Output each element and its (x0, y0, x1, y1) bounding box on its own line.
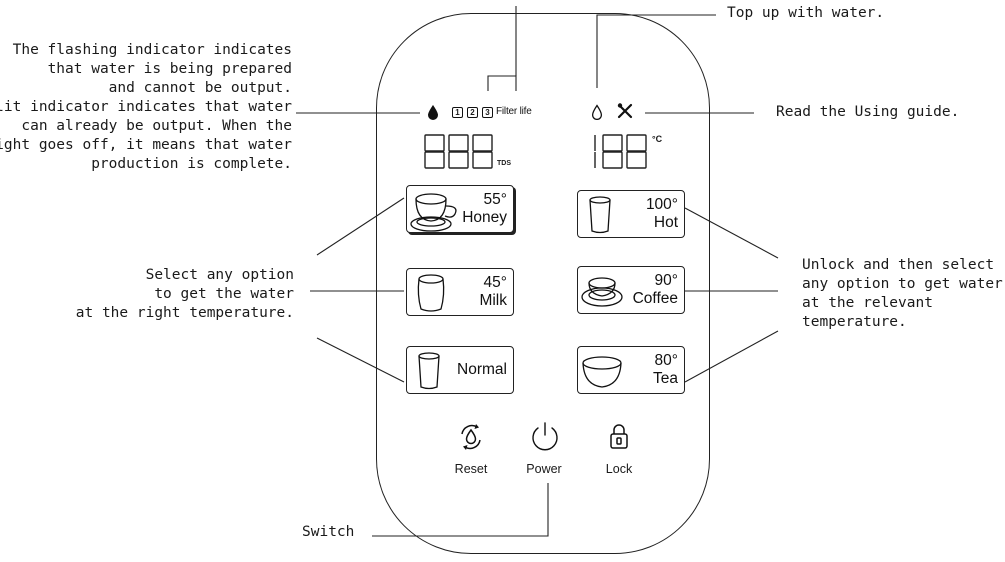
temperature-display (594, 134, 647, 169)
tds-unit-label: TDS (497, 160, 511, 167)
coffee-temp: 90° (654, 272, 678, 289)
cup-with-saucer-icon (410, 193, 457, 232)
callout-line: that water is being prepared (47, 61, 292, 77)
water-drop-outline-icon (591, 104, 603, 120)
hot-temp: 100° (645, 196, 678, 213)
power-icon[interactable] (529, 421, 561, 453)
tea-temp: 80° (654, 352, 678, 369)
top-up-callout: Top up with water. (727, 4, 884, 23)
normal-label: Normal (457, 361, 507, 378)
filter-stage-3: 3 (482, 107, 493, 118)
mug-icon (417, 274, 445, 312)
milk-button[interactable]: 45° Milk (406, 268, 514, 316)
milk-temp: 45° (483, 274, 507, 291)
callout-line: any option to get water (802, 276, 1003, 292)
callout-line: Switch (302, 524, 355, 540)
leader-line (316, 197, 405, 256)
select-right-callout: Unlock and then select any option to get… (802, 256, 1003, 332)
filter-stage-1: 1 (452, 107, 463, 118)
callout-line: Read the Using guide. (776, 104, 960, 120)
select-left-callout: Select any option to get the water at th… (76, 266, 294, 323)
callout-line: Select any option (145, 267, 294, 283)
control-panel (376, 13, 710, 554)
switch-callout: Switch (302, 523, 354, 542)
tds-display (424, 134, 493, 169)
tea-label: Tea (653, 370, 678, 387)
tea-bowl-icon (582, 356, 622, 388)
coffee-cup-icon (581, 277, 623, 307)
honey-temp: 55° (483, 191, 507, 208)
lock-icon[interactable] (609, 422, 629, 450)
coffee-label: Coffee (632, 290, 678, 307)
leader-line (372, 483, 549, 537)
hot-label: Hot (653, 214, 678, 231)
power-label: Power (526, 462, 562, 476)
callout-line: at the relevant (802, 295, 933, 311)
callout-line: can already be output. When the (21, 118, 292, 134)
callout-line: temperature. (802, 314, 907, 330)
callout-line: light goes off, it means that water (0, 137, 292, 153)
hot-button[interactable]: 100° Hot (577, 190, 685, 238)
read-guide-callout: Read the Using guide. (776, 103, 959, 122)
tea-button[interactable]: 80° Tea (577, 346, 685, 394)
leader-line (316, 337, 405, 383)
honey-button[interactable]: 55° Honey (406, 185, 514, 233)
callout-line: The flashing indicator indicates (12, 42, 292, 58)
leader-line (684, 330, 779, 383)
coffee-button[interactable]: 90° Coffee (577, 266, 685, 314)
filter-life-label: Filter life (496, 106, 532, 117)
tools-icon (617, 103, 633, 119)
normal-button[interactable]: Normal (406, 346, 514, 394)
indicator-callout: The flashing indicator indicates that wa… (0, 41, 292, 174)
honey-label: Honey (462, 209, 507, 226)
milk-label: Milk (479, 292, 507, 309)
callout-line: Unlock and then select (802, 257, 995, 273)
reset-label: Reset (454, 462, 488, 476)
leader-line (684, 207, 779, 259)
callout-line: to get the water (154, 286, 294, 302)
callout-line: production is complete. (91, 156, 292, 172)
filter-stage-2: 2 (467, 107, 478, 118)
callout-line: at the right temperature. (75, 305, 294, 321)
reset-drop-icon[interactable] (457, 423, 485, 451)
leader-line (596, 14, 716, 88)
glass-icon (418, 352, 440, 390)
lock-label: Lock (605, 462, 633, 476)
celsius-unit-label: °C (652, 134, 663, 144)
water-drop-filled-icon (428, 105, 438, 120)
leader-line (487, 75, 517, 91)
callout-line: A lit indicator indicates that water (0, 99, 292, 115)
callout-line: Top up with water. (727, 5, 885, 21)
glass-icon (589, 196, 611, 234)
callout-line: and cannot be output. (108, 80, 292, 96)
